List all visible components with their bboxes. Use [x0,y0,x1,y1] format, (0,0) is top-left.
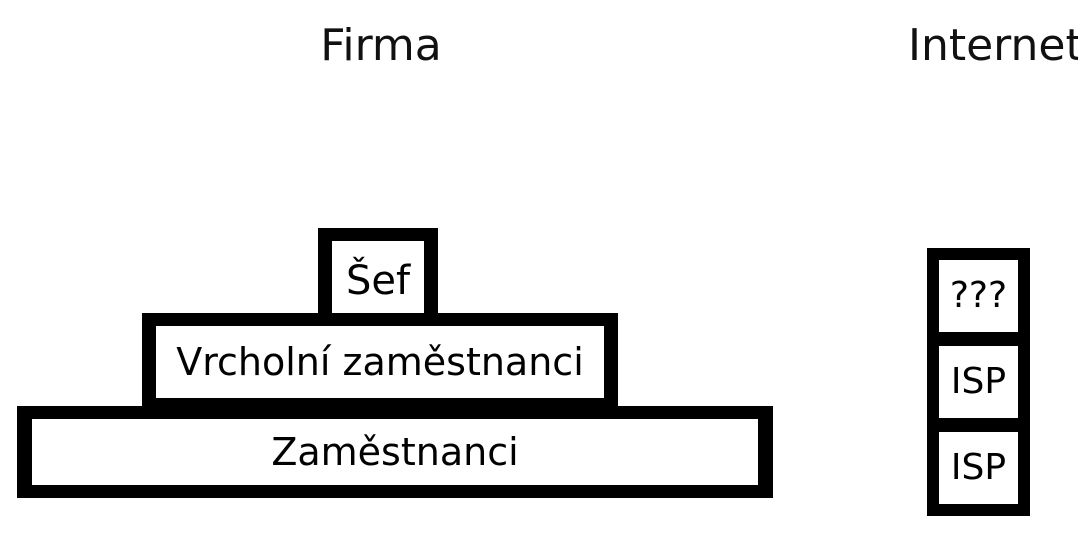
stack-cell-isp-lower: ISP [939,432,1018,504]
stack-cell-isp-lower-label: ISP [950,447,1007,488]
pyramid-tier-senior-employees: Vrcholní zaměstnanci [142,313,618,411]
stack-cell-unknown: ??? [939,260,1018,332]
pyramid-tier-boss: Šef [318,228,438,320]
internet-isp-stack: ??? ISP ISP [927,248,1030,516]
pyramid-tier-employees: Zaměstnanci [17,406,773,498]
pyramid-tier-senior-employees-label: Vrcholní zaměstnanci [176,340,584,384]
column-title-firma: Firma [320,20,442,71]
stack-cell-isp-upper: ISP [939,346,1018,418]
stack-cell-isp-upper-label: ISP [950,361,1007,402]
pyramid-tier-employees-face: Zaměstnanci [32,419,758,485]
company-hierarchy-pyramid: Šef Vrcholní zaměstnanci Zaměstnanci [17,228,773,498]
pyramid-tier-employees-label: Zaměstnanci [271,430,519,474]
pyramid-tier-boss-label: Šef [345,257,411,304]
column-title-internet: Internet [908,20,1078,71]
pyramid-tier-senior-employees-face: Vrcholní zaměstnanci [156,326,604,398]
pyramid-tier-boss-face: Šef [332,241,424,320]
stack-cell-unknown-label: ??? [949,275,1008,316]
